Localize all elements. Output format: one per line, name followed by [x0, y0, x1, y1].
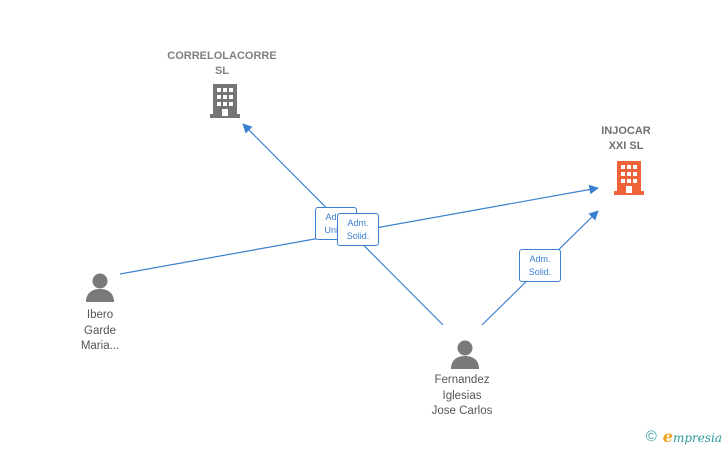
company-label-injocar[interactable]: INJOCAR XXI SL	[601, 125, 651, 152]
footer-brand: © empresia	[646, 426, 722, 446]
empresia-logo[interactable]: empresia	[662, 426, 722, 446]
building-icon-highlighted[interactable]	[614, 161, 644, 195]
copyright-icon: ©	[645, 427, 657, 445]
building-icon[interactable]	[210, 84, 240, 118]
edge-label-adm-solid[interactable]: Adm. Solid.	[337, 213, 379, 246]
person-icon[interactable]	[451, 340, 479, 370]
person-label-ibero[interactable]: Ibero Garde Maria...	[80, 309, 120, 352]
person-label-fernandez[interactable]: Fernandez Iglesias Jose Carlos	[431, 374, 493, 417]
company-label-correlolacorre[interactable]: CORRELOLACORRE SL	[167, 50, 277, 77]
edge-label-adm-solid[interactable]: Adm. Solid.	[519, 249, 561, 282]
person-icon[interactable]	[86, 273, 114, 303]
